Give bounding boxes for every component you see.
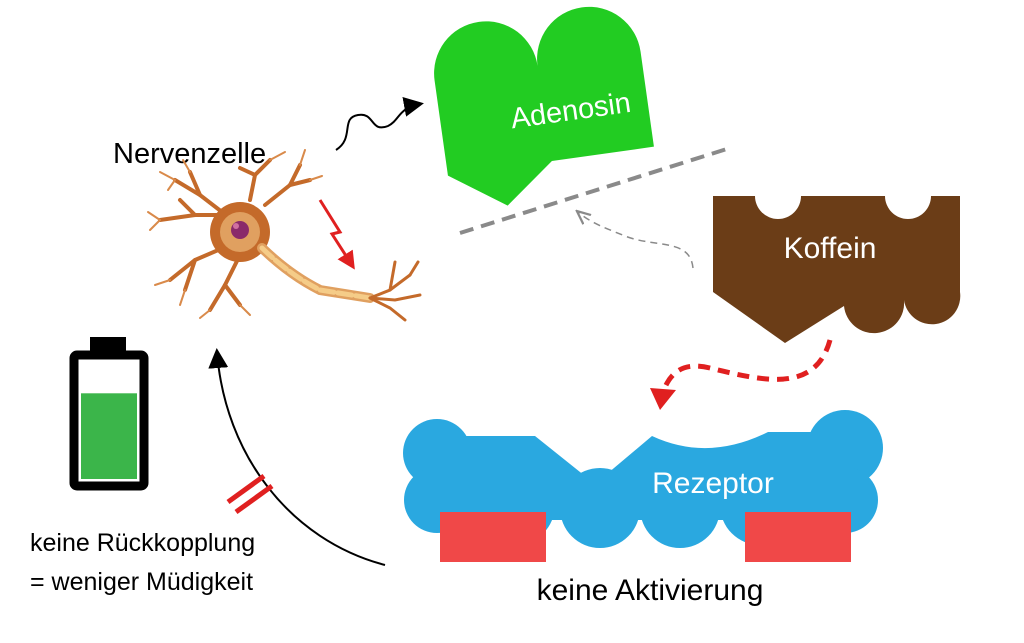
receptor [403,410,883,548]
no-activation-label: keine Aktivierung [537,574,764,607]
caffeine-label: Koffein [784,232,877,265]
battery-charge-fill [81,393,137,479]
no-feedback-line1: keine Rückkopplung [30,529,255,557]
no-feedback-line2: = weniger Müdigkeit [30,568,253,596]
caffeine-displacement-arrow [578,212,694,269]
blocked-mark-icon [226,473,274,515]
receptor-pad-left [440,512,546,562]
caffeine-molecule [713,196,961,343]
blocked-binding-line [459,146,731,235]
neuron-icon [147,149,422,322]
release-arrow [335,97,424,151]
receptor-label: Rezeptor [652,467,774,500]
neuron-label: Nervenzelle [113,138,266,170]
receptor-pad-right [745,512,851,562]
battery-icon [69,337,149,491]
caffeine-binding-arrowhead [650,388,676,410]
caffeine-binding-arrow [659,339,833,396]
adenosine-molecule [434,6,654,206]
lightning-icon [318,199,355,270]
